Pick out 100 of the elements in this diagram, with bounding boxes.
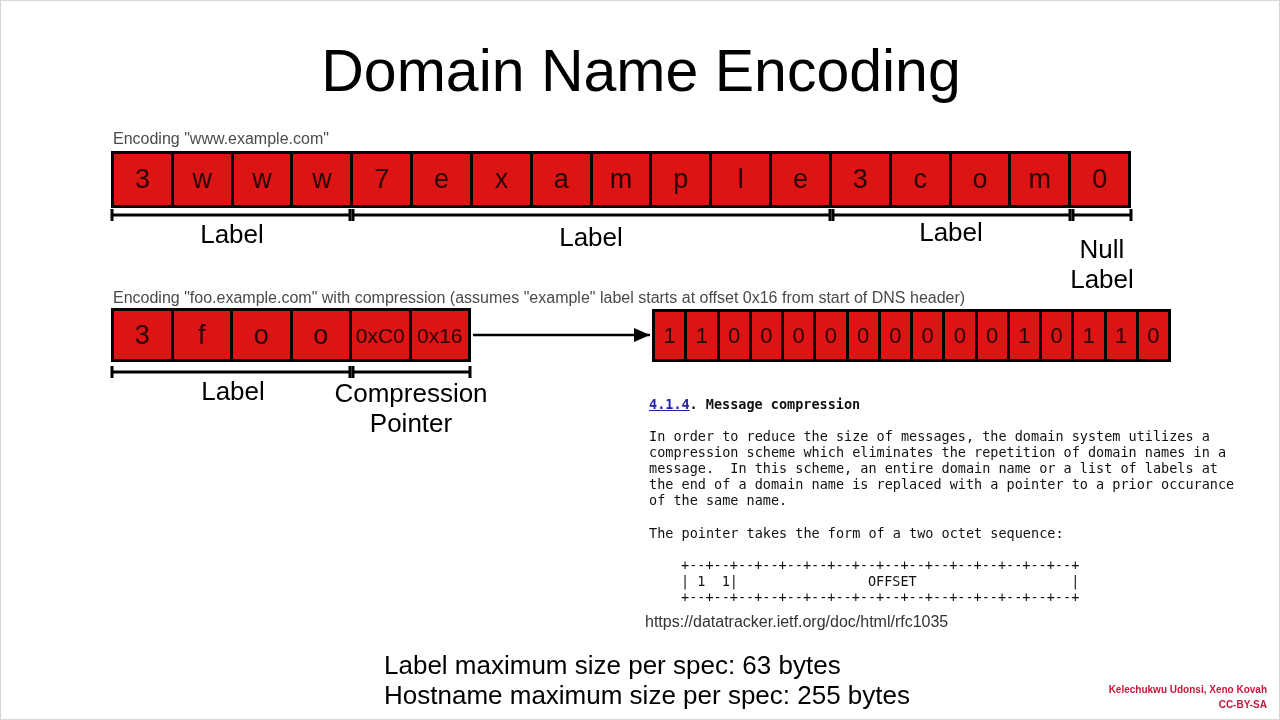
byte-value: 7 (374, 166, 390, 193)
byte-cell (469, 154, 530, 205)
byte-cell (589, 154, 650, 205)
bit-cell (942, 312, 975, 359)
bit-value: 0 (889, 324, 902, 347)
byte-cell (769, 154, 829, 205)
byte-value: o (972, 166, 988, 193)
byte-cell (529, 154, 590, 205)
byte-cell (888, 154, 949, 205)
size-note: Label maximum size per spec: 63 bytes (384, 650, 841, 680)
size-note: Hostname maximum size per spec: 255 bytes (384, 680, 910, 710)
ascii-border-line: +--+--+--+--+--+--+--+--+--+--+--+--+--+--+--+--+ (681, 557, 1080, 573)
byte-value: w (312, 166, 332, 193)
bracket-label: Label (201, 376, 265, 406)
bit-cell (684, 312, 717, 359)
bit-cell (781, 312, 814, 359)
byte-value: 3 (852, 166, 868, 193)
section-link: 4.1.4 (649, 396, 690, 412)
bit-value: 0 (1050, 324, 1063, 347)
credit-text: CC-BY-SA (1218, 698, 1267, 712)
rfc-sentence: The pointer takes the form of a two octet sequence: (649, 525, 1064, 541)
byte-cell (948, 154, 1009, 205)
bit-value: 0 (921, 324, 934, 347)
bit-value: 1 (1115, 324, 1128, 347)
byte-cell (230, 311, 290, 359)
bit-cell (716, 312, 749, 359)
byte-value: l (737, 166, 744, 193)
bit-value: 0 (728, 324, 741, 347)
bit-cell (1103, 312, 1136, 359)
byte-value: 3 (134, 321, 150, 349)
bit-cell (1071, 312, 1104, 359)
bit-value: 1 (1018, 324, 1031, 347)
bit-cell (1135, 312, 1168, 359)
bit-cell (1006, 312, 1039, 359)
bracket-label: Compression Pointer (333, 378, 489, 438)
bit-strip (652, 309, 1171, 362)
byte-value: 0 (1092, 166, 1108, 193)
bit-value: 1 (695, 324, 708, 347)
byte-value: p (673, 166, 689, 193)
byte-cell (170, 154, 231, 205)
byte-cell (114, 311, 171, 359)
bit-value: 0 (824, 324, 837, 347)
byte-cell (1008, 154, 1069, 205)
byte-value: 0x16 (416, 324, 463, 346)
section-heading: . Message compression (689, 396, 861, 412)
bit-value: 0 (986, 324, 999, 347)
byte-value: e (793, 166, 809, 193)
byte-cell (170, 311, 230, 359)
bit-cell (813, 312, 846, 359)
byte-value: 3 (134, 166, 150, 193)
bit-cell (910, 312, 943, 359)
bit-value: 0 (1147, 324, 1160, 347)
byte-value: e (434, 166, 450, 193)
byte-cell (289, 311, 349, 359)
byte-cell (828, 154, 889, 205)
ascii-border-line: +--+--+--+--+--+--+--+--+--+--+--+--+--+--+--+--+ (681, 589, 1080, 605)
bit-cell (974, 312, 1007, 359)
byte-strip (111, 151, 1131, 208)
arrow (473, 328, 650, 342)
byte-cell (230, 154, 291, 205)
bit-value: 0 (953, 324, 966, 347)
byte-cell (114, 154, 171, 205)
bracket-label: Null Label (1069, 234, 1135, 294)
byte-value: o (253, 321, 269, 349)
bit-value: 1 (1082, 324, 1095, 347)
byte-value: f (198, 321, 206, 349)
bit-value: 0 (792, 324, 805, 347)
bit-cell (845, 312, 878, 359)
bit-value: 1 (663, 324, 676, 347)
byte-cell (350, 154, 411, 205)
byte-value: a (553, 166, 569, 193)
bit-value: 0 (760, 324, 773, 347)
byte-value: m (1028, 166, 1052, 193)
ascii-field-row: | 1 1| OFFSET | (681, 573, 1080, 589)
byte-cell (290, 154, 351, 205)
source-url: https://datatracker.ietf.org/doc/html/rfc1035 (645, 612, 949, 632)
byte-cell (349, 311, 409, 359)
byte-cell (410, 154, 470, 205)
bracket-label: Label (200, 219, 264, 249)
bit-value: 0 (857, 324, 870, 347)
credit-text: Kelechukwu Udonsi, Xeno Kovah (1108, 683, 1267, 697)
slide-title: Domain Name Encoding (321, 41, 961, 101)
byte-cell (1068, 154, 1129, 205)
byte-value: c (913, 166, 927, 193)
byte-value: 0xC0 (355, 324, 405, 346)
bit-cell (1039, 312, 1072, 359)
byte-value: x (494, 166, 509, 193)
bracket-label: Label (559, 222, 623, 252)
row-caption: Encoding "www.example.com" (113, 129, 329, 149)
byte-value: w (252, 166, 272, 193)
bit-cell (877, 312, 910, 359)
byte-strip (111, 308, 471, 362)
byte-value: w (192, 166, 212, 193)
row-caption: Encoding "foo.example.com" with compression (assumes "example" label starts at offset 0x16 from start of DNS header) (113, 288, 966, 308)
byte-value: m (609, 166, 633, 193)
bracket-label: Label (919, 217, 983, 247)
byte-cell (408, 311, 468, 359)
byte-value: o (313, 321, 329, 349)
byte-cell (709, 154, 770, 205)
bit-cell (655, 312, 685, 359)
